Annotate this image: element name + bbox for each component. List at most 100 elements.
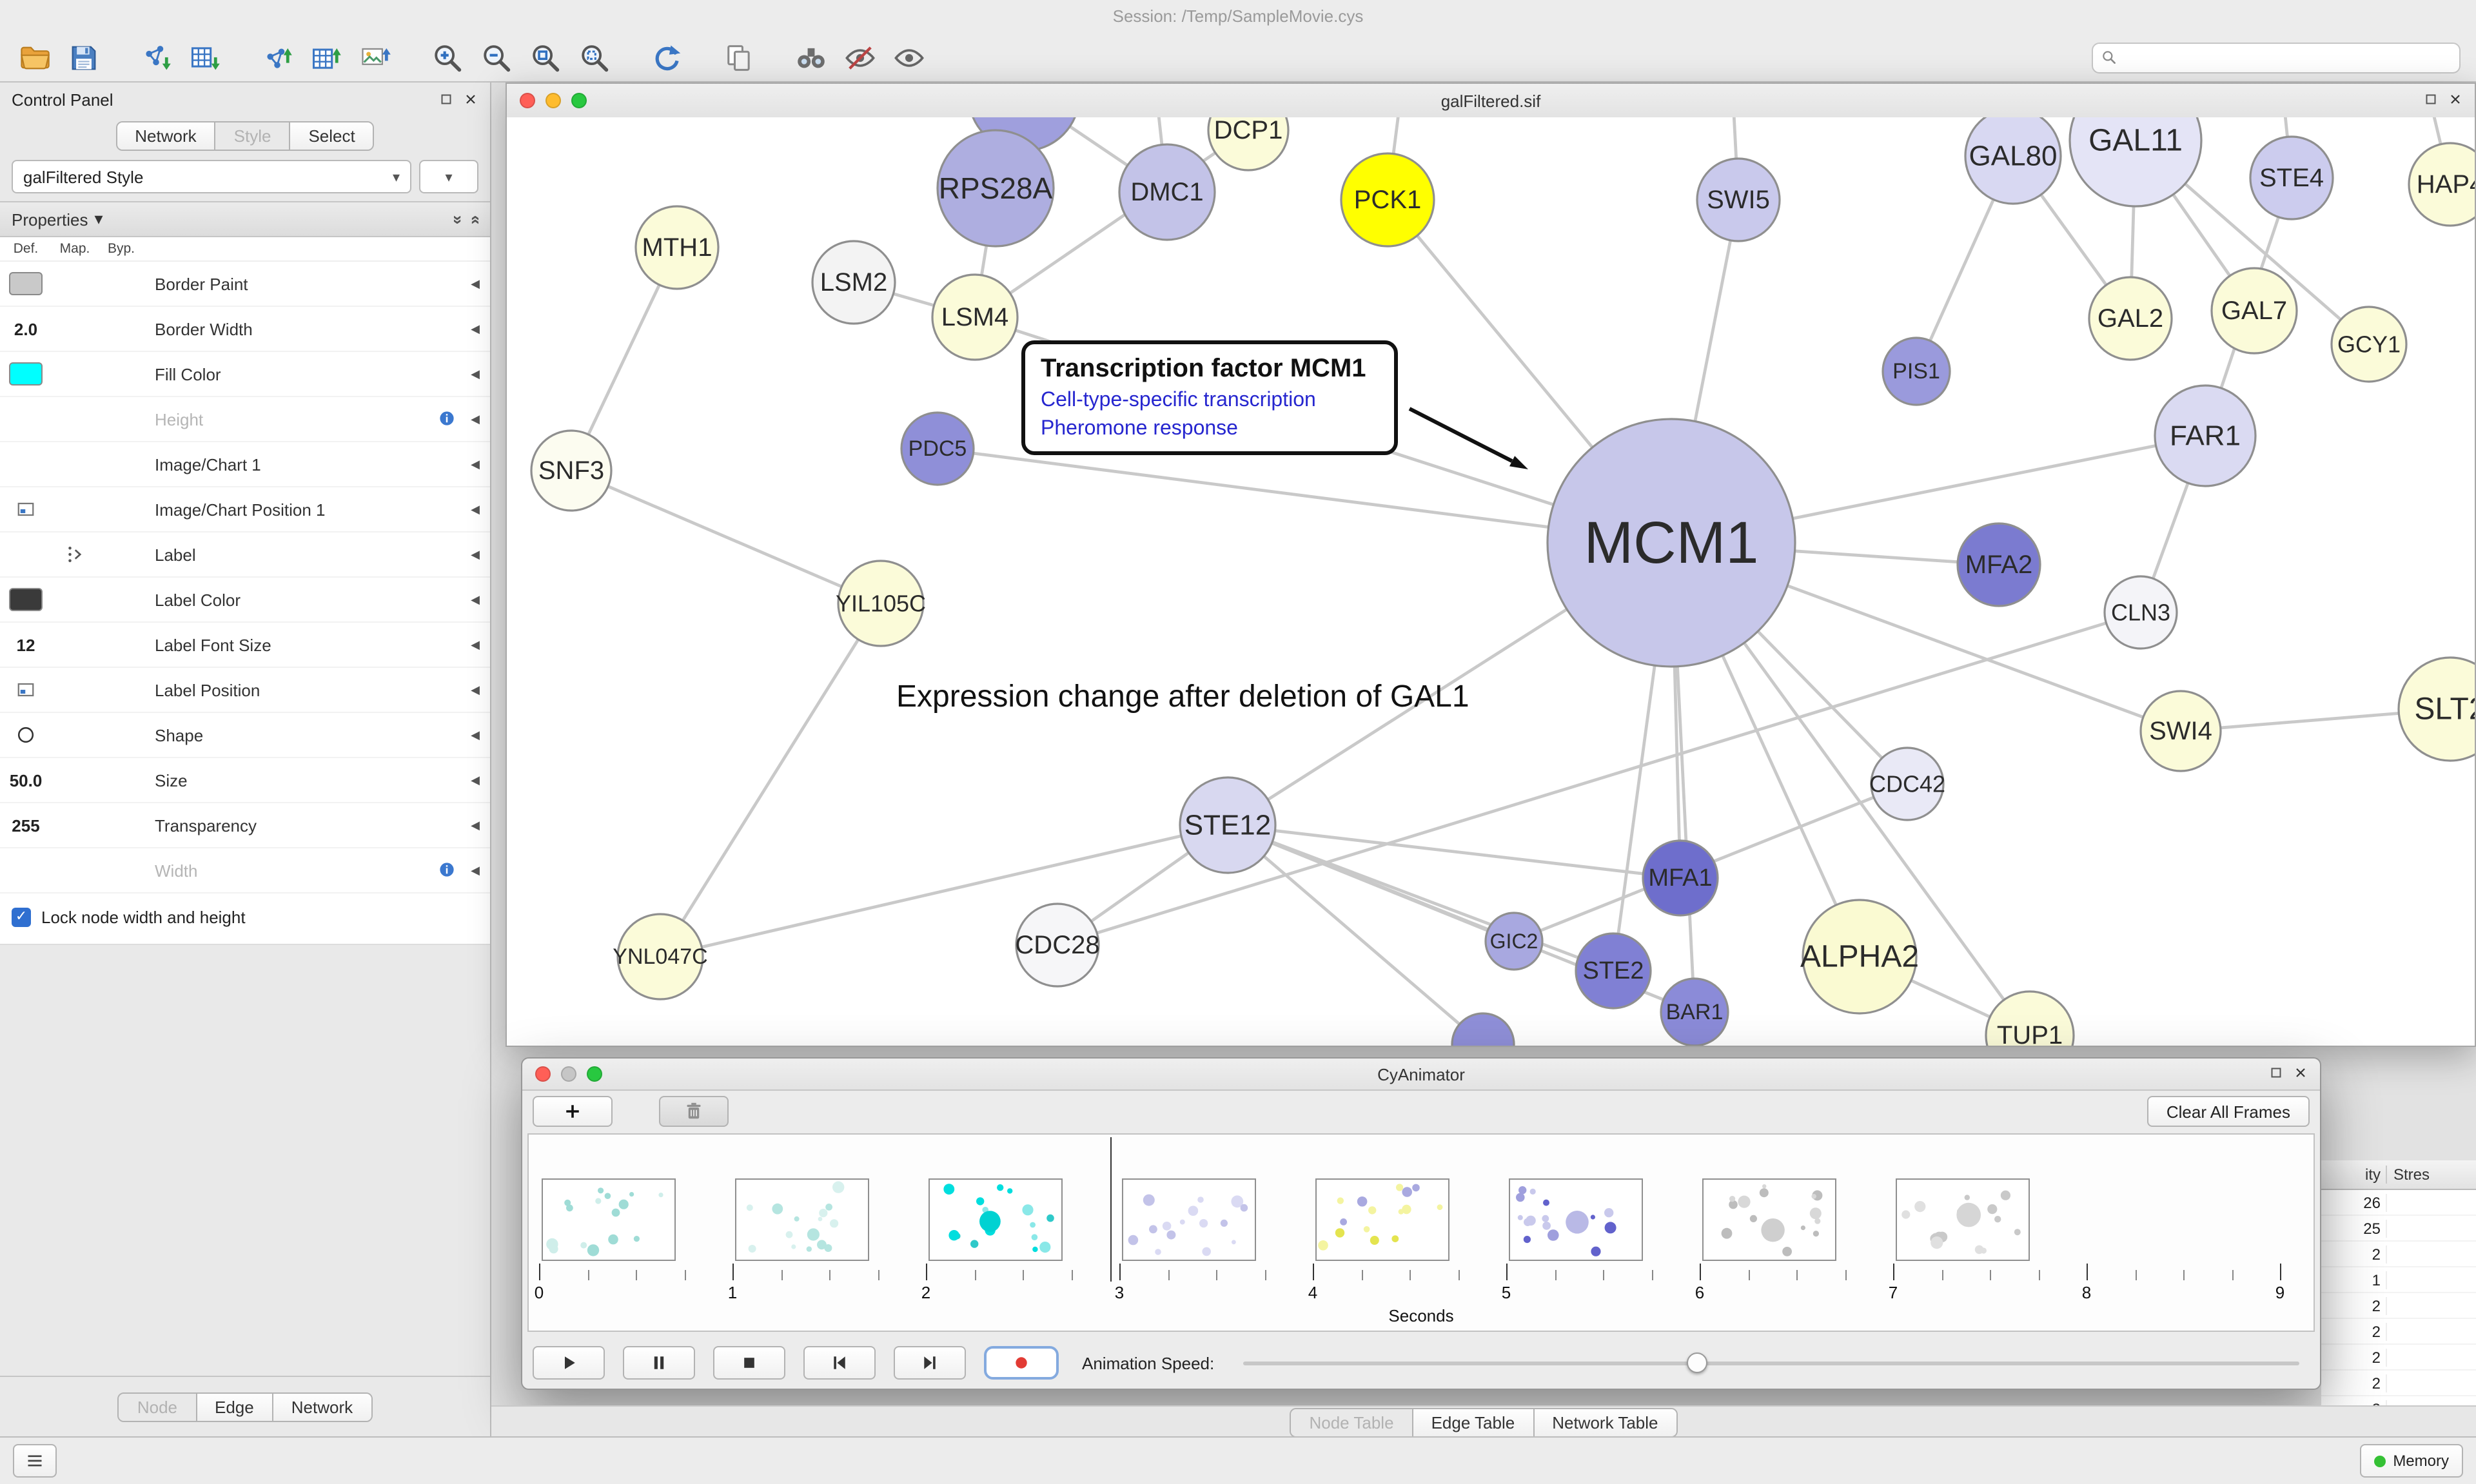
expand-row-icon[interactable]: ◀ xyxy=(471,728,480,741)
network-node-GAL2[interactable] xyxy=(2088,276,2173,361)
network-node-MCM1[interactable] xyxy=(1546,418,1796,668)
network-node-RPS28A[interactable] xyxy=(936,129,1055,248)
network-node-GIC2[interactable] xyxy=(1484,912,1544,971)
default-value-cell[interactable] xyxy=(0,362,52,386)
property-row[interactable]: Fill Color◀ xyxy=(0,352,490,397)
annotation-link[interactable]: Pheromone response xyxy=(1041,418,1238,440)
expand-row-icon[interactable]: ◀ xyxy=(471,638,480,650)
default-value-cell[interactable]: 2.0 xyxy=(0,319,52,338)
frame-thumbnail[interactable] xyxy=(1896,1178,2030,1261)
network-node-CDC42[interactable] xyxy=(1870,747,1945,821)
network-node-PDC5[interactable] xyxy=(900,411,975,486)
network-edge[interactable] xyxy=(1057,610,2141,947)
search-field[interactable] xyxy=(2092,42,2461,73)
table-row[interactable]: 26 xyxy=(2321,1190,2476,1216)
lock-size-row[interactable]: ✓ Lock node width and height xyxy=(0,893,490,945)
table-tab-node-table[interactable]: Node Table xyxy=(1291,1409,1413,1436)
default-value-cell[interactable] xyxy=(0,498,52,521)
network-node-BAR1[interactable] xyxy=(1660,977,1729,1046)
default-value-cell[interactable]: 50.0 xyxy=(0,770,52,790)
table-row[interactable]: 2 xyxy=(2321,1319,2476,1345)
pause-button[interactable] xyxy=(623,1346,695,1380)
style-combo[interactable]: galFiltered Style ▾ xyxy=(12,160,411,193)
network-node-PCK1[interactable] xyxy=(1340,152,1435,248)
default-value-cell[interactable]: 12 xyxy=(0,635,52,654)
frame-thumbnail[interactable] xyxy=(1122,1178,1256,1261)
copy-button[interactable] xyxy=(720,38,758,77)
table-row[interactable]: 2 xyxy=(2321,1242,2476,1267)
save-session-button[interactable] xyxy=(64,38,103,77)
attribute-tab-node[interactable]: Node xyxy=(119,1393,197,1420)
frame-thumbnail[interactable] xyxy=(928,1178,1063,1261)
frame-thumbnail[interactable] xyxy=(1509,1178,1643,1261)
properties-header[interactable]: Properties ▾ » » xyxy=(0,201,490,237)
previous-frame-button[interactable] xyxy=(803,1346,876,1380)
add-frame-button[interactable]: + xyxy=(533,1096,613,1127)
annotation-link[interactable]: Cell-type-specific transcription xyxy=(1041,389,1316,411)
expand-row-icon[interactable]: ◀ xyxy=(471,773,480,786)
network-canvas[interactable]: RPS28ADCP1DMC1PCK1SWI5GAL80GAL11STE4HAP4… xyxy=(507,117,2475,1046)
expand-row-icon[interactable]: ◀ xyxy=(471,502,480,515)
table-row[interactable]: 25 xyxy=(2321,1216,2476,1242)
minimize-window-icon[interactable] xyxy=(561,1066,576,1082)
zoom-window-icon[interactable] xyxy=(571,93,587,108)
table-tab-network-table[interactable]: Network Table xyxy=(1534,1409,1676,1436)
play-button[interactable] xyxy=(533,1346,605,1380)
network-node-CDC28[interactable] xyxy=(1015,903,1100,988)
network-node-SWI5[interactable] xyxy=(1696,157,1781,242)
attribute-tab-network[interactable]: Network xyxy=(273,1393,371,1420)
zoom-selected-button[interactable] xyxy=(575,38,614,77)
import-network-button[interactable] xyxy=(137,38,175,77)
float-window-icon[interactable] xyxy=(2423,92,2439,107)
animation-speed-slider[interactable] xyxy=(1243,1350,2299,1376)
import-table-button[interactable] xyxy=(186,38,224,77)
network-node-TUP1[interactable] xyxy=(1985,990,2075,1046)
zoom-fit-button[interactable] xyxy=(526,38,565,77)
table-column-header[interactable]: ity xyxy=(2321,1166,2387,1184)
close-window-icon[interactable] xyxy=(520,93,535,108)
network-node-MFA1[interactable] xyxy=(1642,839,1719,917)
table-row[interactable]: 2 xyxy=(2321,1396,2476,1405)
mapping-cell[interactable] xyxy=(52,543,98,566)
delete-frame-button[interactable] xyxy=(659,1096,729,1127)
network-node-SLT2[interactable] xyxy=(2397,656,2475,762)
network-window-titlebar[interactable]: galFiltered.sif xyxy=(507,84,2475,119)
memory-button[interactable]: Memory xyxy=(2359,1444,2463,1478)
network-node-STE12[interactable] xyxy=(1179,776,1277,874)
property-row[interactable]: Label◀ xyxy=(0,532,490,578)
network-edge[interactable] xyxy=(1227,823,1681,880)
attribute-tab-edge[interactable]: Edge xyxy=(197,1393,273,1420)
property-row[interactable]: Height◀ xyxy=(0,397,490,442)
expand-row-icon[interactable]: ◀ xyxy=(471,547,480,560)
expand-row-icon[interactable]: ◀ xyxy=(471,412,480,425)
expand-row-icon[interactable]: ◀ xyxy=(471,683,480,696)
table-row[interactable]: 1 xyxy=(2321,1267,2476,1293)
property-row[interactable]: Label Position◀ xyxy=(0,668,490,713)
stop-button[interactable] xyxy=(713,1346,785,1380)
style-options-button[interactable]: ▾ xyxy=(419,160,478,193)
frame-thumbnail[interactable] xyxy=(1315,1178,1449,1261)
network-edge[interactable] xyxy=(658,602,883,958)
network-node-DCP1[interactable] xyxy=(1207,117,1290,171)
default-value-cell[interactable] xyxy=(0,272,52,295)
frame-thumbnail[interactable] xyxy=(542,1178,676,1261)
table-row[interactable]: 2 xyxy=(2321,1293,2476,1319)
network-node-CLN3[interactable] xyxy=(2103,575,2178,650)
open-session-button[interactable] xyxy=(15,38,54,77)
refresh-button[interactable] xyxy=(647,38,686,77)
zoom-out-button[interactable] xyxy=(477,38,516,77)
first-neighbors-button[interactable] xyxy=(792,38,830,77)
network-node-STE2[interactable] xyxy=(1575,932,1652,1010)
network-node-GAL11[interactable] xyxy=(2068,117,2203,208)
property-row[interactable]: Width◀ xyxy=(0,848,490,893)
search-input[interactable] xyxy=(2123,47,2451,68)
network-node-HAP4[interactable] xyxy=(2408,142,2475,227)
zoom-window-icon[interactable] xyxy=(587,1066,602,1082)
network-node-MFA2[interactable] xyxy=(1956,522,2041,607)
float-window-icon[interactable] xyxy=(2268,1065,2284,1080)
default-value-cell[interactable] xyxy=(0,588,52,611)
network-node-SWI4[interactable] xyxy=(2139,690,2222,772)
